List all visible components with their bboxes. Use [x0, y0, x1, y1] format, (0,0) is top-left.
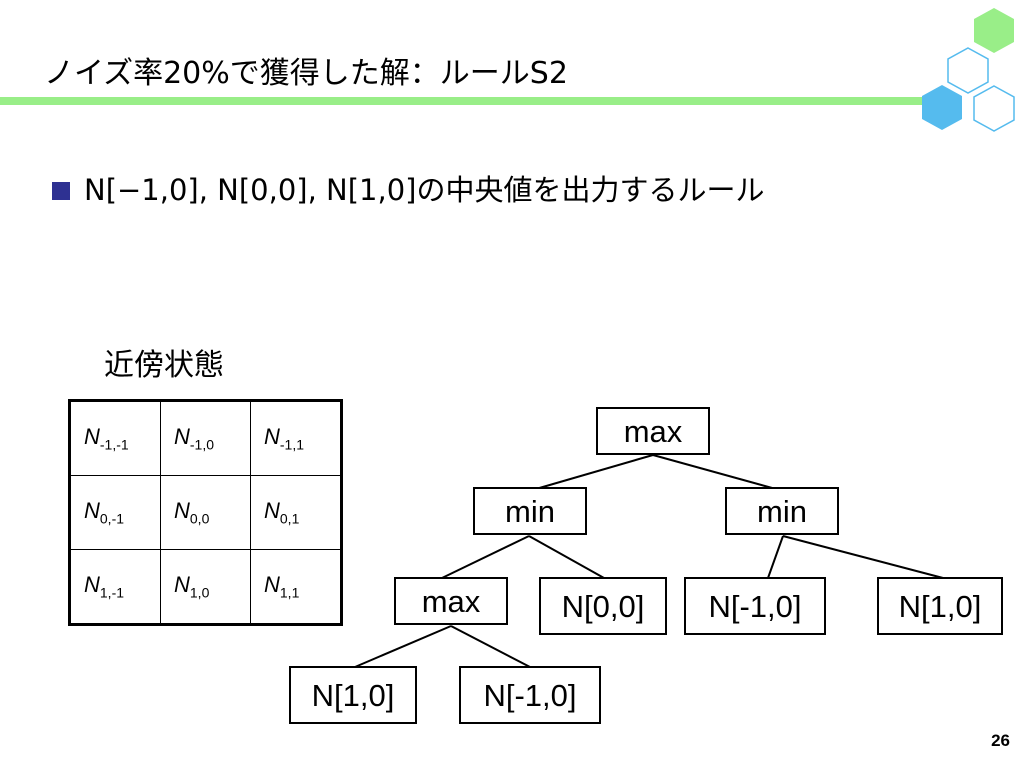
tree-node-label: min [505, 494, 555, 529]
tree-node-root: max [596, 407, 710, 455]
grid-cell: N-1,0 [160, 400, 251, 476]
hexagon-decoration-icon [922, 8, 1015, 132]
cell-subscript: -1,1 [279, 436, 305, 453]
tree-node-label: N[0,0] [562, 589, 645, 624]
hexagon-outline-upper [947, 47, 989, 94]
bullet-square-icon [52, 182, 70, 200]
tree-node-max-inner: max [394, 577, 508, 625]
tree-edge [528, 454, 654, 492]
tree-node-label: N[-1,0] [708, 589, 801, 624]
tree-edge [528, 535, 605, 579]
grid-cell: N1,-1 [69, 549, 161, 625]
tree-node-box [877, 577, 1003, 635]
neighborhood-caption: 近傍状態 [104, 348, 224, 383]
page-number: 26 [991, 731, 1010, 750]
cell-symbol: N [84, 424, 100, 450]
bullet-text: N[−1,0], N[0,0], N[1,0]の中央値を出力するルール [84, 173, 765, 207]
hexagon-green [974, 8, 1014, 53]
tree-node-min-left: min [473, 487, 587, 535]
tree-node-leaf-b: N[-1,0] [684, 577, 826, 635]
cell-symbol: N [264, 572, 280, 598]
tree-node-box [473, 487, 587, 535]
tree-edge [441, 535, 530, 579]
grid-cell: N1,1 [250, 549, 342, 625]
cell-subscript: -1,0 [189, 436, 215, 453]
cell-symbol: N [174, 572, 190, 598]
cell-subscript: 0,0 [189, 510, 210, 527]
grid-cell: N0,0 [160, 475, 251, 550]
cell-symbol: N [264, 424, 280, 450]
cell-subscript: -1,-1 [99, 436, 129, 453]
cell-symbol: N [84, 572, 100, 598]
grid-cell: N1,0 [160, 549, 251, 625]
cell-symbol: N [174, 424, 190, 450]
tree-edge [354, 625, 452, 668]
tree-node-label: N[-1,0] [483, 678, 576, 713]
cell-subscript: 1,-1 [99, 584, 125, 601]
tree-node-label: N[1,0] [312, 678, 395, 713]
grid-cell: N-1,1 [250, 400, 342, 476]
tree-node-box [596, 407, 710, 455]
tree-edge [767, 535, 784, 579]
tree-node-label: N[1,0] [899, 589, 982, 624]
cell-subscript: 0,1 [279, 510, 300, 527]
tree-node-min-right: min [725, 487, 839, 535]
cell-subscript: 1,0 [189, 584, 210, 601]
cell-subscript: 0,-1 [99, 510, 125, 527]
hexagon-outline-lower [973, 85, 1015, 132]
tree-node-box [684, 577, 826, 635]
tree-node-label: max [624, 414, 683, 449]
tree-node-leaf-a: N[0,0] [539, 577, 667, 635]
tree-node-box [459, 666, 601, 724]
cell-symbol: N [84, 498, 100, 524]
cell-symbol: N [174, 498, 190, 524]
tree-node-leaf-c: N[1,0] [877, 577, 1003, 635]
cell-subscript: 1,1 [279, 584, 300, 601]
tree-edge [782, 535, 944, 579]
tree-edge [652, 454, 784, 492]
tree-node-leaf-d: N[1,0] [289, 666, 417, 724]
title-underline [0, 97, 922, 105]
tree-node-leaf-e: N[-1,0] [459, 666, 601, 724]
tree-node-box [394, 577, 508, 625]
tree-node-box [289, 666, 417, 724]
tree-node-label: max [422, 584, 481, 619]
tree-node-box [725, 487, 839, 535]
tree-node-box [539, 577, 667, 635]
cell-symbol: N [264, 498, 280, 524]
tree-edge [450, 625, 531, 668]
slide-title: ノイズ率20%で獲得した解：ルールS2 [44, 56, 568, 91]
tree-node-label: min [757, 494, 807, 529]
hexagon-blue [922, 85, 962, 130]
